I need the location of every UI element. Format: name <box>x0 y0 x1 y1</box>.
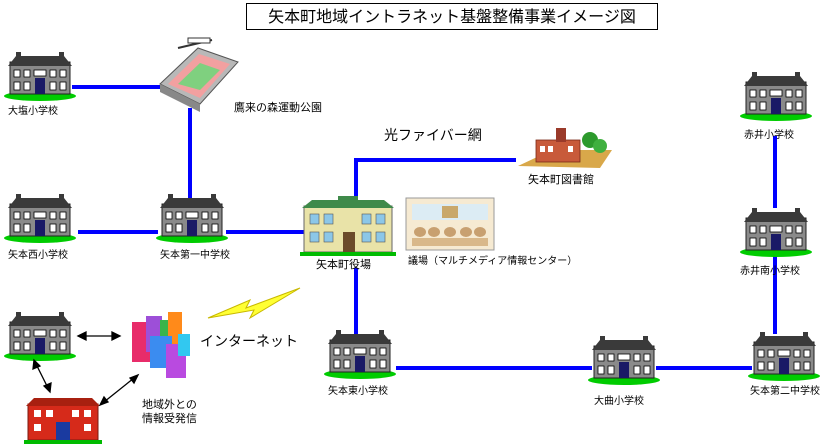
school-external-icon <box>3 311 77 362</box>
label-townhall: 矢本町役場 <box>316 258 371 271</box>
school-omagari-icon <box>587 335 661 386</box>
internet-buildings-icon <box>132 312 190 378</box>
school-oshio-icon <box>3 51 77 102</box>
arrow-school-cityoffice <box>32 358 52 394</box>
label-external-info-line2: 情報受発信 <box>142 412 197 425</box>
arrow-school-internet <box>76 330 122 342</box>
label-assembly-hall: 議場（マルチメディア情報センター） <box>408 256 578 267</box>
label-external-info: 地域外との 情報受発信 <box>142 398 197 426</box>
arrow-internet-cityoffice <box>98 373 140 407</box>
school-daiichi-icon <box>155 193 229 244</box>
school-higashi-icon <box>323 329 397 380</box>
label-library: 矢本町図書館 <box>528 173 594 186</box>
lightning-icon <box>207 287 301 320</box>
label-external-info-line1: 地域外との <box>142 398 197 411</box>
label-higashi-school: 矢本東小学校 <box>328 386 388 397</box>
label-internet: インターネット <box>200 334 298 350</box>
school-nishi-icon <box>3 193 77 244</box>
school-akainan-icon <box>739 207 813 258</box>
label-daiichi-junior-high: 矢本第一中学校 <box>160 250 230 261</box>
townhall-icon <box>300 196 396 256</box>
stadium-icon <box>159 37 239 112</box>
label-akai-school: 赤井小学校 <box>744 130 794 141</box>
label-oshio-school: 大塩小学校 <box>8 106 58 117</box>
city-office-icon <box>24 398 102 444</box>
diagram-title: 矢本町地域イントラネット基盤整備事業イメージ図 <box>246 3 658 30</box>
label-park: 鷹来の森運動公園 <box>234 101 322 114</box>
label-akainan-school: 赤井南小学校 <box>740 266 800 277</box>
label-omagari-school: 大曲小学校 <box>594 396 644 407</box>
assembly-hall-icon <box>405 197 495 251</box>
library-icon <box>518 128 612 168</box>
link-townhall-library <box>354 158 516 200</box>
label-daini-junior-high: 矢本第二中学校 <box>750 386 820 397</box>
fiber-network <box>72 85 777 370</box>
school-akai-icon <box>739 71 813 122</box>
label-fiber-network: 光ファイバー網 <box>384 128 482 144</box>
label-nishi-school: 矢本西小学校 <box>8 250 68 261</box>
school-daini-icon <box>747 331 821 382</box>
